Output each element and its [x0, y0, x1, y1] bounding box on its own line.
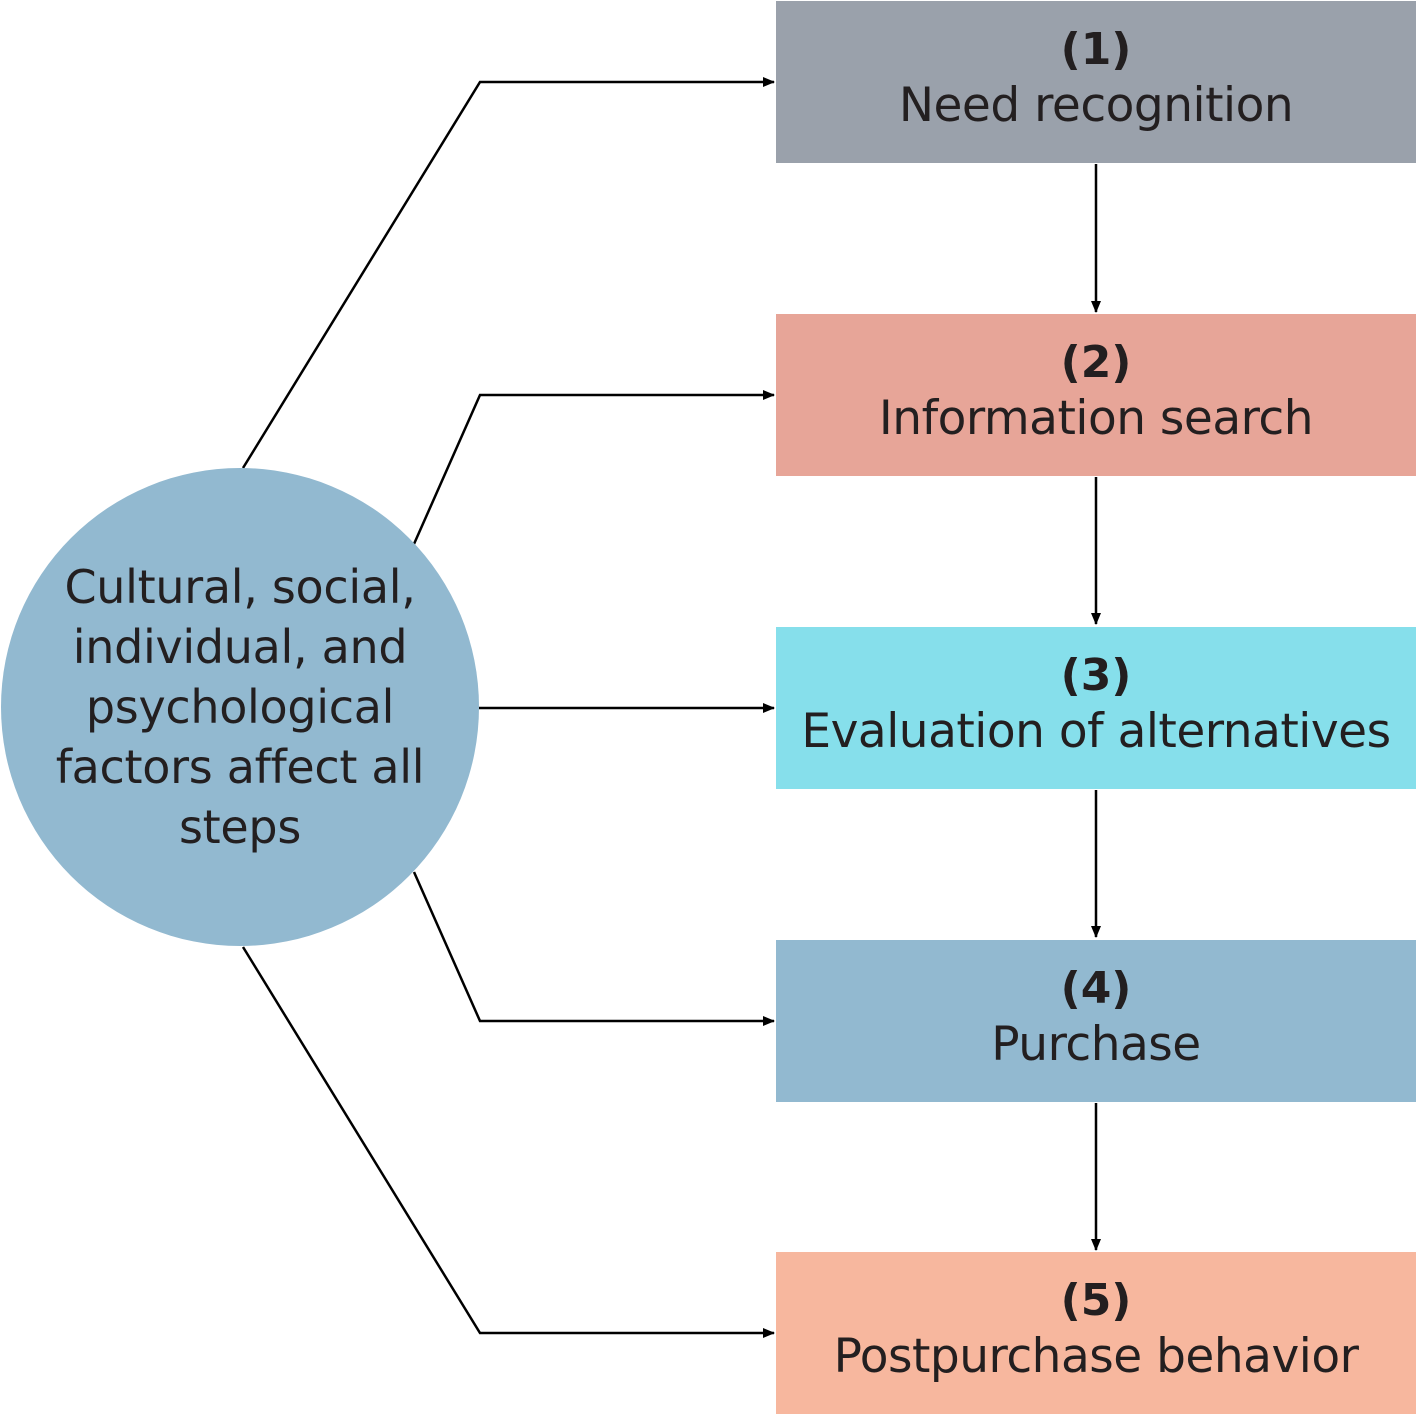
step-label: Need recognition	[898, 78, 1294, 133]
step-label: Postpurchase behavior	[833, 1329, 1359, 1384]
step-number: (4)	[1060, 963, 1132, 1014]
arrow-factors-to-step-1	[241, 77, 775, 469]
arrow-factors-to-step-4	[412, 871, 775, 1026]
step-need-recognition: (1) Need recognition	[776, 1, 1416, 163]
step-postpurchase-behavior: (5) Postpurchase behavior	[776, 1252, 1416, 1414]
arrow-factors-to-step-5	[241, 946, 775, 1338]
step-label: Evaluation of alternatives	[801, 704, 1391, 759]
step-information-search: (2) Information search	[776, 314, 1416, 476]
step-label: Information search	[878, 391, 1314, 446]
step-evaluation-of-alternatives: (3) Evaluation of alternatives	[776, 627, 1416, 789]
step-number: (5)	[1060, 1275, 1132, 1326]
step-number: (3)	[1060, 650, 1132, 701]
arrow-factors-to-step-2	[412, 390, 775, 545]
factors-text: Cultural, social, individual, and psycho…	[55, 560, 425, 854]
factors-circle: Cultural, social, individual, and psycho…	[1, 468, 479, 946]
step-label: Purchase	[991, 1017, 1201, 1072]
step-number: (1)	[1060, 24, 1132, 75]
step-number: (2)	[1060, 337, 1132, 388]
step-purchase: (4) Purchase	[776, 940, 1416, 1102]
